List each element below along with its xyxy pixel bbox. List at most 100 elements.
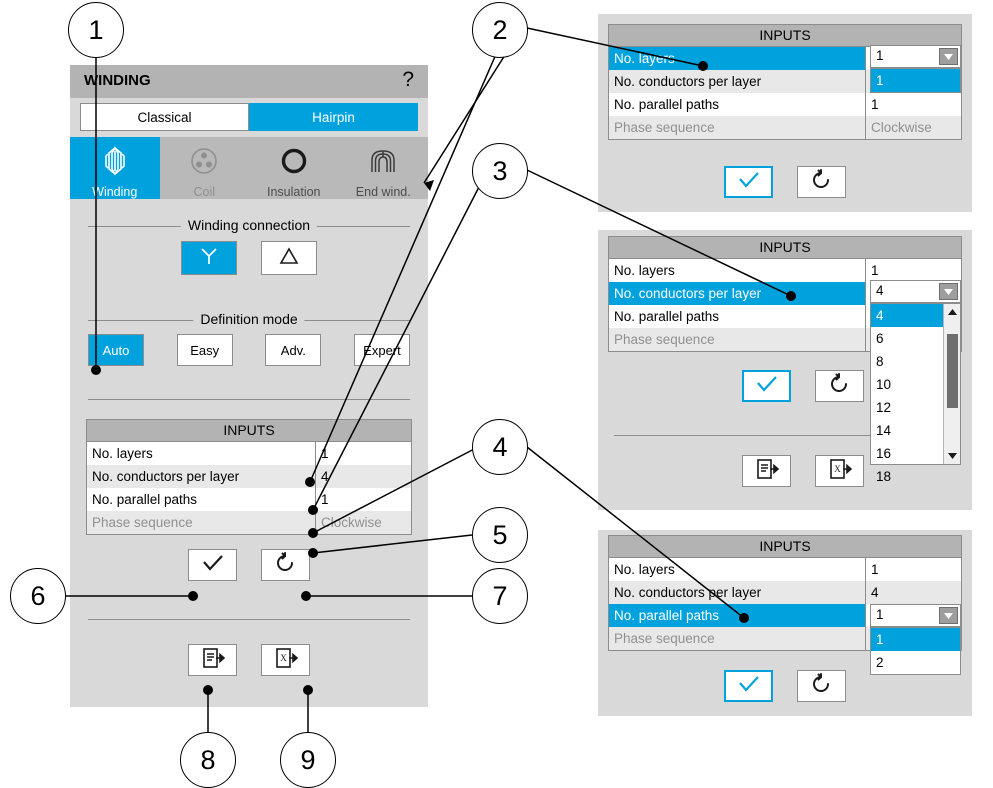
segment-classical[interactable]: Classical [80, 103, 249, 131]
definition-mode-expert-button[interactable]: Expert [353, 334, 410, 366]
row-value: 1 [865, 558, 961, 581]
panel-action-buttons [724, 166, 846, 198]
winding-connection-delta-button[interactable] [261, 241, 317, 275]
winding-connection-wye-button[interactable] [181, 241, 237, 275]
tab-bar: Winding Coil Insulation [70, 137, 428, 199]
reset-button[interactable] [261, 549, 310, 581]
reset-button[interactable] [797, 166, 846, 198]
row-label: No. parallel paths [614, 309, 720, 324]
inputs-table-title: INPUTS [87, 420, 411, 442]
inputs-table-title: INPUTS [609, 536, 961, 558]
no-conductors-dropdown[interactable]: 4 [870, 280, 961, 303]
tab-end-winding-label: End wind. [355, 185, 411, 199]
row-value-slot [865, 627, 961, 650]
row-value: 1 [315, 488, 411, 511]
definition-mode-adv-button[interactable]: Adv. [265, 334, 322, 366]
no-parallel-paths-dropdown-list[interactable]: 1 2 [870, 627, 961, 675]
row-label: No. conductors per layer [614, 74, 762, 89]
callout-9: 9 [280, 732, 336, 788]
dropdown-value: 4 [876, 283, 884, 298]
tab-winding[interactable]: Winding [70, 137, 160, 199]
winding-connection-options [181, 241, 317, 275]
divider-upper [88, 399, 410, 400]
document-export-icon [199, 646, 227, 675]
reset-button[interactable] [815, 370, 864, 402]
tab-insulation[interactable]: Insulation [249, 137, 339, 199]
export-report-button[interactable] [188, 644, 237, 676]
table-row[interactable]: No. layers 1 [87, 442, 411, 465]
check-icon [736, 169, 762, 196]
row-label: Phase sequence [614, 332, 715, 347]
callout-8: 8 [180, 732, 236, 788]
reset-button[interactable] [797, 670, 846, 702]
scroll-up-icon[interactable] [944, 304, 960, 320]
panel-no-layers: INPUTS No. layers No. conductors per lay… [598, 14, 972, 212]
dropdown-option[interactable]: 12 [876, 400, 892, 415]
chevron-down-icon[interactable] [939, 283, 958, 300]
row-label: Phase sequence [614, 120, 715, 135]
winding-connection-legend: Winding connection [180, 217, 318, 233]
confirm-button[interactable] [724, 166, 773, 198]
row-value: 4 [865, 581, 961, 604]
dropdown-option[interactable]: 6 [876, 331, 884, 346]
no-conductors-dropdown-list[interactable]: 4 6 8 10 12 14 16 18 [870, 303, 961, 484]
scrollbar-thumb[interactable] [947, 334, 958, 408]
help-icon[interactable]: ? [402, 68, 414, 91]
winding-connection-group: Winding connection [88, 217, 410, 233]
tab-coil[interactable]: Coil [160, 137, 250, 199]
reset-icon [274, 551, 298, 579]
dropdown-scrollbar[interactable] [943, 304, 960, 464]
export-report-button[interactable] [742, 455, 791, 487]
no-layers-dropdown-list[interactable]: 1 [870, 68, 961, 93]
row-label: No. conductors per layer [614, 585, 762, 600]
dropdown-option[interactable]: 10 [876, 377, 892, 392]
dropdown-option[interactable]: 18 [876, 469, 892, 484]
dropdown-option[interactable]: 16 [876, 446, 892, 461]
confirm-button[interactable] [742, 370, 791, 402]
table-row[interactable]: No. conductors per layer 4 [609, 581, 961, 604]
definition-mode-auto-button[interactable]: Auto [88, 334, 144, 366]
confirm-button[interactable] [724, 670, 773, 702]
reset-icon [810, 168, 834, 196]
table-row: Phase sequence Clockwise [87, 511, 411, 534]
winding-icon [98, 144, 132, 183]
dropdown-option[interactable]: 2 [876, 655, 884, 670]
row-value-slot [865, 70, 961, 93]
table-row[interactable]: No. parallel paths 1 [87, 488, 411, 511]
confirm-button[interactable] [188, 549, 237, 581]
check-icon [754, 373, 780, 400]
table-row[interactable]: No. layers 1 [609, 558, 961, 581]
no-layers-dropdown[interactable]: 1 [870, 45, 961, 68]
winding-type-segmented-control: Classical Hairpin [70, 98, 428, 137]
chevron-down-icon[interactable] [939, 48, 958, 65]
panel-action-buttons [742, 370, 864, 402]
export-excel-button[interactable]: X [261, 644, 310, 676]
export-excel-button[interactable]: X [815, 455, 864, 487]
definition-mode-group: Definition mode [88, 311, 410, 327]
dropdown-option[interactable]: 1 [871, 69, 960, 92]
no-parallel-paths-dropdown[interactable]: 1 [870, 604, 961, 627]
scroll-down-icon[interactable] [944, 448, 960, 464]
table-row[interactable]: No. layers 1 [609, 259, 961, 282]
table-row[interactable]: No. conductors per layer 4 [87, 465, 411, 488]
definition-mode-easy-button[interactable]: Easy [176, 334, 233, 366]
panel-action-buttons [724, 670, 846, 702]
dropdown-option[interactable]: 4 [871, 304, 943, 327]
tab-end-winding[interactable]: End wind. [339, 137, 429, 199]
row-value: 1 [315, 442, 411, 465]
segment-hairpin[interactable]: Hairpin [249, 103, 418, 131]
dropdown-option[interactable]: 8 [876, 354, 884, 369]
callout-7: 7 [472, 568, 528, 624]
table-row[interactable]: No. parallel paths 1 [609, 93, 961, 116]
dropdown-option[interactable]: 1 [871, 628, 960, 651]
callout-2: 2 [472, 2, 528, 58]
callout-1: 1 [68, 2, 124, 58]
row-label: No. layers [614, 51, 675, 66]
tab-insulation-label: Insulation [266, 185, 321, 199]
reset-icon [828, 372, 852, 400]
dropdown-option[interactable]: 14 [876, 423, 892, 438]
chevron-down-icon[interactable] [939, 607, 958, 624]
row-label: Phase sequence [92, 515, 193, 530]
inputs-table: INPUTS No. layers 1 No. conductors per l… [86, 419, 412, 535]
window-titlebar: WINDING ? [70, 65, 428, 98]
